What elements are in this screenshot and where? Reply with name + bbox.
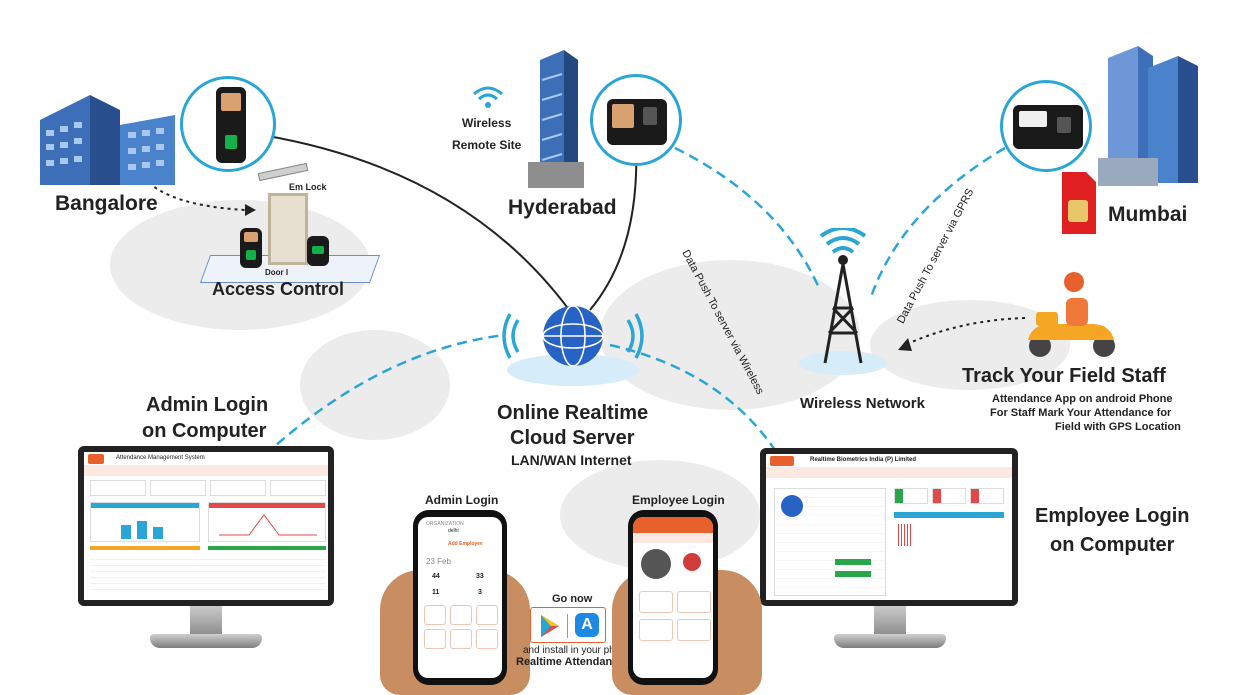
add-employee-link[interactable]: Add Employee: [448, 541, 483, 547]
org-name: delhi: [448, 528, 459, 534]
cloud-label-3: LAN/WAN Internet: [511, 452, 632, 468]
admin-phone-screen: ORGANIZATION delhi Add Employee 23 Feb 4…: [418, 517, 502, 678]
store-badge[interactable]: A: [530, 607, 606, 643]
admin-tile[interactable]: [424, 605, 446, 625]
bangalore-building-icon: [40, 95, 175, 185]
arrow-head-door: [245, 204, 256, 216]
mumbai-label: Mumbai: [1108, 203, 1188, 226]
cell-tower-icon: [799, 228, 887, 375]
employee-tile[interactable]: [677, 619, 711, 641]
bangalore-device-frame: [180, 76, 276, 172]
cloud-label-2: Cloud Server: [510, 427, 635, 449]
biometric-device-icon: [607, 99, 667, 145]
employee-monitor-stand: [874, 606, 906, 636]
org-label: ORGANIZATION: [426, 521, 464, 527]
line-admin-cloud: [264, 333, 506, 456]
mumbai-device-frame: [1000, 80, 1092, 172]
field-staff-desc-1: Attendance App on android Phone: [992, 393, 1173, 405]
employee-logo-icon: [770, 456, 794, 466]
admin-tile[interactable]: [450, 605, 472, 625]
employee-phone: [628, 510, 718, 685]
date-label: 23 Feb: [426, 557, 451, 566]
stat-leave: 3: [478, 589, 482, 596]
admin-dashboard-screen: Attendance Management System: [84, 452, 328, 600]
wireless-network-label: Wireless Network: [800, 395, 925, 412]
line-cloud-employee: [609, 343, 777, 451]
line-bangalore-cloud: [261, 134, 576, 319]
wifi-icon: [473, 86, 503, 108]
admin-monitor-base: [150, 634, 262, 648]
door-label: Door I: [265, 268, 289, 277]
admin-bar-chart: [90, 502, 200, 542]
biometric-device-icon: [1013, 105, 1083, 149]
stat-present: 44: [432, 573, 440, 580]
admin-tile[interactable]: [476, 605, 498, 625]
employee-tile[interactable]: [677, 591, 711, 613]
employee-monitor: Realtime Biometrics India (P) Limited: [760, 448, 1018, 606]
admin-login-label-1: Admin Login: [146, 394, 269, 416]
employee-login-label-1: Employee Login: [1035, 505, 1190, 527]
employee-login-label-2: on Computer: [1050, 534, 1175, 556]
line-hyderabad-tower: [674, 146, 822, 291]
scooter-rider-icon: [1028, 272, 1115, 357]
app-store-icon: A: [575, 613, 599, 637]
hyderabad-device-frame: [590, 74, 682, 166]
keypad-icon: [307, 236, 329, 266]
play-store-icon: [541, 615, 559, 637]
sim-card-icon: [1062, 172, 1096, 234]
bangalore-label: Bangalore: [55, 192, 158, 215]
admin-phone-label: Admin Login: [425, 493, 499, 507]
employee-monitor-base: [834, 634, 946, 648]
access-control-label: Access Control: [212, 279, 345, 299]
cloud-globe-icon: [502, 305, 644, 386]
field-staff-title: Track Your Field Staff: [962, 365, 1166, 387]
wireless-site-label-2: Remote Site: [452, 138, 522, 152]
hyderabad-building-icon: [528, 50, 584, 188]
biometric-device-icon: [216, 87, 246, 163]
arrow-head-tower: [898, 338, 912, 351]
go-now-label: Go now: [552, 593, 593, 605]
line-hyderabad-cloud: [589, 144, 638, 311]
employee-avatar: [781, 495, 803, 517]
employee-phone-label: Employee Login: [632, 493, 725, 507]
stat-absent: 33: [476, 573, 484, 580]
door-reader-icon: [240, 228, 262, 268]
admin-logo-icon: [88, 454, 104, 464]
admin-tile[interactable]: [450, 629, 472, 649]
employee-company: Realtime Biometrics India (P) Limited: [810, 457, 917, 463]
admin-app-title: Attendance Management System: [116, 455, 205, 461]
em-lock-label: Em Lock: [289, 182, 327, 192]
admin-line-chart: [208, 502, 326, 542]
admin-tile[interactable]: [476, 629, 498, 649]
employee-tile[interactable]: [639, 619, 673, 641]
admin-monitor: Attendance Management System: [78, 446, 334, 606]
mumbai-building-icon: [1098, 46, 1198, 186]
install-label: and install in your phone: [523, 645, 632, 656]
field-staff-desc-3: Field with GPS Location: [1055, 421, 1181, 433]
field-staff-desc-2: For Staff Mark Your Attendance for: [990, 407, 1172, 419]
admin-tile[interactable]: [424, 629, 446, 649]
stat-late: 11: [432, 589, 440, 596]
cloud-label-1: Online Realtime: [497, 402, 649, 424]
line-rider-tower: [904, 317, 1026, 346]
admin-monitor-stand: [190, 606, 222, 636]
employee-phone-screen: [633, 517, 713, 678]
hyderabad-label: Hyderabad: [508, 196, 617, 219]
line-mumbai-tower: [868, 146, 1006, 301]
app-name-label: Realtime Attendance: [516, 656, 625, 668]
employee-dashboard-screen: Realtime Biometrics India (P) Limited: [766, 454, 1012, 600]
admin-login-label-2: on Computer: [142, 420, 267, 442]
employee-tile[interactable]: [639, 591, 673, 613]
wireless-site-label-1: Wireless: [462, 116, 512, 130]
punch-button[interactable]: [683, 553, 701, 571]
admin-phone: ORGANIZATION delhi Add Employee 23 Feb 4…: [413, 510, 507, 685]
door-icon: [268, 193, 308, 265]
employee-avatar: [641, 549, 671, 579]
